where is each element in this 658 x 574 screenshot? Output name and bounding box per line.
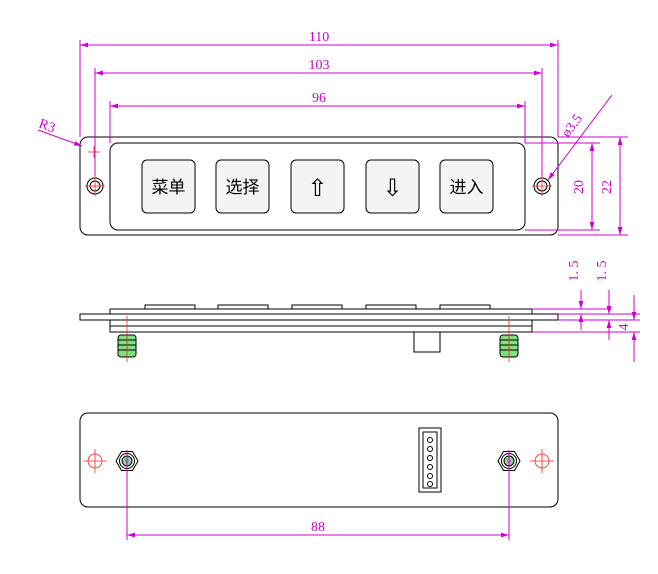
key-menu: 菜单 xyxy=(141,159,196,214)
side-view xyxy=(79,304,559,362)
dim-stud-spacing: 88 xyxy=(311,520,325,535)
key-select-label: 选择 xyxy=(226,178,260,198)
dim-key-height-b: 1. 5 xyxy=(595,261,610,282)
keypad-area xyxy=(109,142,526,231)
faceplate-outline xyxy=(79,136,559,236)
side-faceplate xyxy=(79,313,559,321)
corner-center-mark xyxy=(88,146,100,158)
key-up: ⇧ xyxy=(290,159,345,214)
dim-hole-diameter: ø3.5 xyxy=(559,112,586,141)
side-dimensions: 1. 5 1. 5 4 xyxy=(532,261,640,362)
back-left-hole xyxy=(83,449,107,473)
dim-corner-radius: R3 xyxy=(37,117,57,137)
side-keypad-layer xyxy=(109,308,533,315)
dim-hole-spacing: 103 xyxy=(309,58,330,73)
dim-keypad-height: 20 xyxy=(572,180,587,194)
dim-thickness: 4 xyxy=(617,324,632,331)
key-down: ⇩ xyxy=(365,159,420,214)
left-mounting-hole xyxy=(85,176,105,196)
key-menu-label: 菜单 xyxy=(152,178,186,198)
back-right-hole xyxy=(530,449,554,473)
side-connector xyxy=(413,331,441,353)
dim-keypad-length: 96 xyxy=(312,91,326,106)
key-select: 选择 xyxy=(215,159,270,214)
dim-overall-height: 22 xyxy=(600,180,615,194)
back-view xyxy=(79,412,559,508)
radius-leader xyxy=(37,129,83,147)
back-plate-outline xyxy=(79,412,559,508)
down-arrow-icon: ⇩ xyxy=(382,174,402,202)
key-enter-label: 进入 xyxy=(450,178,484,198)
up-arrow-icon: ⇧ xyxy=(307,174,327,202)
key-enter: 进入 xyxy=(439,159,494,214)
back-dimensions: 88 xyxy=(126,450,510,540)
dim-key-height-a: 1. 5 xyxy=(567,261,582,282)
back-connector xyxy=(418,427,442,493)
right-mounting-hole xyxy=(532,176,552,196)
front-view: 菜单 选择 ⇧ ⇩ 进入 xyxy=(79,136,559,236)
dim-overall-length: 110 xyxy=(309,30,329,45)
